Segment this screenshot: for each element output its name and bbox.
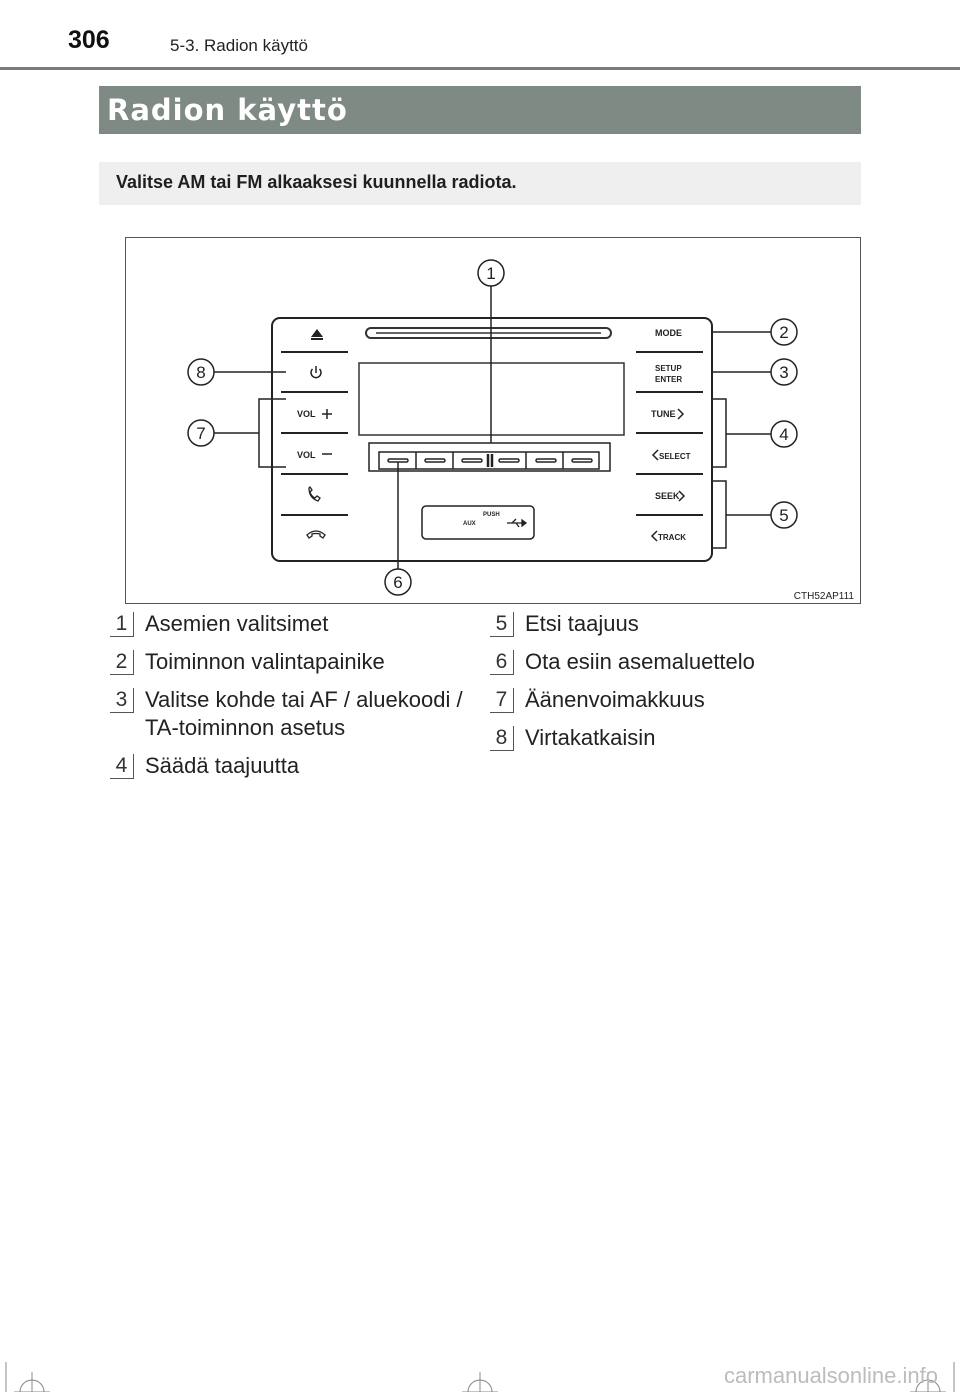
legend-item: 8 Virtakatkaisin xyxy=(490,724,850,752)
legend-text: Virtakatkaisin xyxy=(525,725,656,750)
page-number: 306 xyxy=(68,26,110,54)
header-rule xyxy=(0,67,960,70)
chevron-right-icon xyxy=(677,408,685,420)
callout-4 xyxy=(770,420,798,448)
legend-number: 8 xyxy=(490,726,514,751)
legend-text: Äänenvoimakkuus xyxy=(525,687,705,712)
legend-number: 2 xyxy=(110,650,134,675)
legend-number: 3 xyxy=(110,688,134,713)
legend-item: 3 Valitse kohde tai AF / aluekoodi / TA-… xyxy=(110,686,475,742)
phone-pickup-icon xyxy=(308,485,321,502)
enter-label: ENTER xyxy=(655,375,682,384)
phone-hangup-icon xyxy=(306,530,326,539)
legend-item: 4 Säädä taajuutta xyxy=(110,752,470,780)
legend-text: Toiminnon valintapainike xyxy=(145,649,385,674)
legend-item: 6 Ota esiin asemaluettelo xyxy=(490,648,850,676)
chevron-right-icon xyxy=(678,490,686,502)
callout-6 xyxy=(384,568,412,596)
callout-4-label: 4 xyxy=(779,425,788,444)
radio-diagram: VOL VOL MODE SETUP ENTER TUNE SELECT SEE… xyxy=(187,259,855,602)
seek-label: SEEK xyxy=(655,491,680,501)
aux-label: AUX xyxy=(463,521,476,527)
legend-text: Etsi taajuus xyxy=(525,611,639,636)
callout-6-label: 6 xyxy=(393,573,402,592)
callout-2-label: 2 xyxy=(779,323,788,342)
legend-item: 2 Toiminnon valintapainike xyxy=(110,648,470,676)
section-title: Radion käyttö xyxy=(99,86,861,134)
legend-number: 1 xyxy=(110,612,134,637)
legend-text: Valitse kohde tai AF / aluekoodi / TA-to… xyxy=(145,687,463,740)
callout-3-label: 3 xyxy=(779,363,788,382)
chevron-left-icon xyxy=(650,530,658,542)
legend-number: 6 xyxy=(490,650,514,675)
mode-label: MODE xyxy=(655,328,682,338)
legend-number: 4 xyxy=(110,754,134,779)
track-label: TRACK xyxy=(658,533,686,542)
callout-2 xyxy=(770,318,798,346)
callout-7-label: 7 xyxy=(196,424,205,443)
chevron-left-icon xyxy=(651,449,659,461)
plus-icon xyxy=(322,409,332,419)
setup-label: SETUP xyxy=(655,364,682,373)
breadcrumb: 5-3. Radion käyttö xyxy=(170,36,308,55)
radio-panel-outline xyxy=(271,317,713,562)
callout-5 xyxy=(770,501,798,529)
eject-icon xyxy=(311,329,323,340)
preset-buttons xyxy=(378,451,600,470)
callout-1-label: 1 xyxy=(486,264,495,283)
callout-5-label: 5 xyxy=(779,506,788,525)
preset-bar-outline xyxy=(368,442,611,472)
aux-usb-port xyxy=(421,505,535,540)
legend-text: Ota esiin asemaluettelo xyxy=(525,649,755,674)
intro-text: Valitse AM tai FM alkaaksesi kuunnella r… xyxy=(99,162,861,205)
crop-marks xyxy=(5,1362,955,1392)
push-label: PUSH xyxy=(483,512,500,518)
vol-down-label: VOL xyxy=(297,450,316,460)
callout-7 xyxy=(187,419,215,447)
tune-label: TUNE xyxy=(651,409,676,419)
legend-text: Säädä taajuutta xyxy=(145,753,300,778)
legend-item: 7 Äänenvoimakkuus xyxy=(490,686,850,714)
vol-up-label: VOL xyxy=(297,409,316,419)
legend-left: 1 Asemien valitsimet 2 Toiminnon valinta… xyxy=(110,610,470,790)
legend-item: 1 Asemien valitsimet xyxy=(110,610,470,638)
legend-item: 5 Etsi taajuus xyxy=(490,610,850,638)
legend-number: 7 xyxy=(490,688,514,713)
callout-8-label: 8 xyxy=(196,363,205,382)
radio-figure: VOL VOL MODE SETUP ENTER TUNE SELECT SEE… xyxy=(125,237,861,604)
callout-1 xyxy=(477,259,505,287)
watermark: carmanualsonline.info xyxy=(723,1363,938,1388)
power-icon xyxy=(310,366,322,379)
usb-icon xyxy=(507,518,528,528)
callout-3 xyxy=(770,358,798,386)
legend-text: Asemien valitsimet xyxy=(145,611,329,636)
legend-number: 5 xyxy=(490,612,514,637)
legend-right: 5 Etsi taajuus 6 Ota esiin asemaluettelo… xyxy=(490,610,850,762)
cd-slot xyxy=(365,327,612,339)
figure-code: CTH52AP111 xyxy=(794,591,855,602)
callout-8 xyxy=(187,358,215,386)
select-label: SELECT xyxy=(659,452,691,461)
